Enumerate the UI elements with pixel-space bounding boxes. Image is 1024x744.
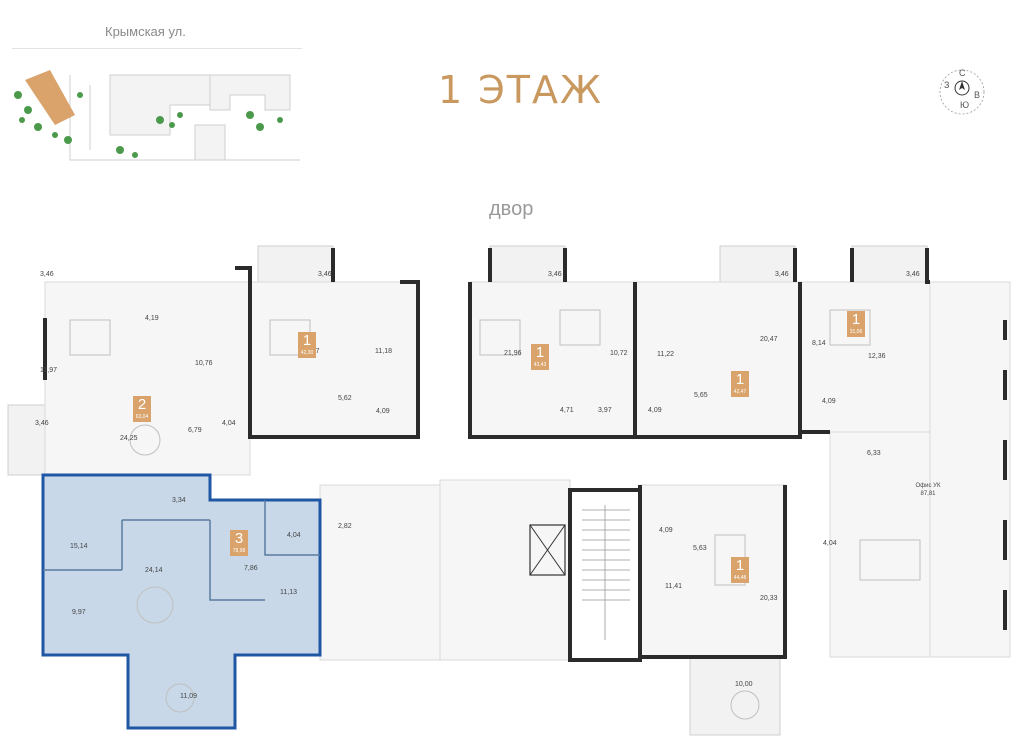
room-area-label: 10,76 [195,360,213,367]
office-area: 87,81 [920,491,936,497]
room-area-label: 4,09 [648,407,662,414]
apartment-badge[interactable]: 1 42,47 [731,371,749,397]
apartment-rooms: 1 [735,557,745,574]
apartment-badge[interactable]: 3 78,98 [230,530,248,556]
room-area-label: 20,33 [760,595,778,602]
room-area-label: 3,97 [598,407,612,414]
apartment-area: 44,48 [733,575,747,581]
room-area-label: 9,97 [72,609,86,616]
room-area-label: 3,46 [775,271,789,278]
floor-title: 1 ЭТАЖ [438,68,603,112]
room-area-label: 7,86 [244,565,258,572]
room-area-label: 3,34 [172,497,186,504]
office-name: Офис УК [915,483,941,489]
courtyard-label: двор [489,198,534,220]
street-line [12,48,302,49]
compass-south: Ю [960,100,970,110]
street-name: Крымская ул. [105,24,186,39]
room-area-label: 3,46 [35,420,49,427]
apartment-area: 63,04 [135,414,149,420]
apartment-rooms: 1 [735,371,745,388]
apartment-rooms: 1 [851,311,861,328]
apartment-badge[interactable]: 1 44,48 [731,557,749,583]
apartment-badge[interactable]: 1 31,06 [847,311,865,337]
room-area-label: 11,22 [657,351,674,358]
room-area-label: 4,09 [659,527,673,534]
room-area-label: 11,09 [180,693,197,700]
apartment-area: 42,30 [300,350,314,356]
highlighted-apartment [41,473,322,730]
room-area-label: 4,19 [145,315,159,322]
apartment-area: 43,43 [533,362,547,368]
room-area-label: 4,71 [560,407,574,414]
room-area-label: 10,00 [735,681,753,688]
apartment-badge[interactable]: 1 43,43 [531,344,549,370]
room-area-label: 4,09 [822,398,836,405]
room-area-label: 8,14 [812,340,826,347]
apartment-rooms: 1 [535,344,545,361]
room-area-label: 21,96 [504,350,522,357]
room-area-label: 24,14 [145,567,163,574]
apartment-rooms: 1 [302,332,312,349]
room-area-label: 5,62 [338,395,352,402]
room-area-label: 12,36 [868,353,886,360]
room-area-label: 4,04 [823,540,837,547]
room-area-label: 2,82 [338,523,352,530]
apartment-area: 42,47 [733,389,747,395]
room-area-label: 3,46 [318,271,332,278]
room-area-label: 24,25 [120,435,138,442]
floor-plan: 3,46 4,19 10,76 11,97 3,46 24,25 6,79 4,04 3,46 2… [7,245,1011,736]
compass: С З В Ю [930,66,1000,122]
apartment-rooms: 2 [137,396,147,413]
office-label: Офис УК 87,81 [908,482,948,498]
room-area-label: 4,04 [222,420,236,427]
room-area-label: 10,72 [610,350,628,357]
room-area-label: 3,46 [906,271,920,278]
room-area-label: 5,65 [694,392,708,399]
room-area-label: 5,63 [693,545,707,552]
room-area-label: 11,13 [280,589,297,596]
apartment-area: 31,06 [849,329,863,335]
apartment-rooms: 3 [234,530,244,547]
room-area-label: 11,18 [375,348,392,355]
room-area-label: 4,09 [376,408,390,415]
room-area-label: 11,97 [40,367,57,374]
compass-east: В [974,90,981,100]
room-area-label: 15,14 [70,543,88,550]
compass-west: З [944,80,950,90]
site-mini-map [14,70,300,161]
room-area-label: 11,41 [665,583,682,590]
compass-north: С [959,68,966,78]
apartment-area: 78,98 [232,548,246,554]
apartment-badge[interactable]: 1 42,30 [298,332,316,358]
room-area-label: 3,46 [40,271,54,278]
room-area-label: 6,33 [867,450,881,457]
room-area-label: 4,04 [287,532,301,539]
apartment-badge[interactable]: 2 63,04 [133,396,151,422]
room-area-label: 20,47 [760,336,778,343]
room-area-label: 6,79 [188,427,202,434]
room-area-label: 3,46 [548,271,562,278]
